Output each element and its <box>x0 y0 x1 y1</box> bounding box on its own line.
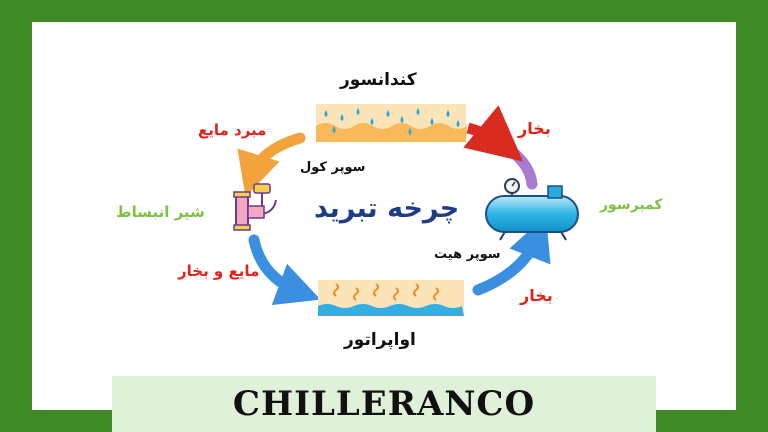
condenser-box <box>316 104 467 142</box>
diagram-card <box>32 22 736 410</box>
evaporator-label: اواپراتور <box>344 330 416 350</box>
arrow-evaporator-to-compressor <box>472 215 551 296</box>
arrow-condenser-to-expansion <box>237 132 306 198</box>
arrow-expansion-to-evaporator <box>248 234 321 306</box>
liquid-refrigerant-label: مبرد مایع <box>198 121 267 139</box>
liquid-and-vapor-label: مایع و بخار <box>178 262 260 280</box>
compressor-label: کمپرسور <box>600 197 663 213</box>
vapor-label-bottom: بخار <box>520 286 553 305</box>
cycle-title: چرخه تبرید <box>314 193 460 224</box>
condensation-drops <box>324 108 460 135</box>
superheat-label: سوپر هیت <box>434 247 501 262</box>
arrow-compressor-to-condenser-red <box>463 105 524 162</box>
expansion-valve-label: شیر انبساط <box>116 203 205 221</box>
cycle-arrows <box>237 105 551 306</box>
condenser-label: کندانسور <box>340 70 417 90</box>
evaporator-box <box>318 280 464 316</box>
brand-footer: CHILLERANCO <box>112 376 656 432</box>
evaporation-squiggles <box>333 283 439 301</box>
vapor-label-top: بخار <box>518 119 551 138</box>
supercool-label: سوپر کول <box>300 160 366 175</box>
compressor-icon <box>485 178 579 241</box>
brand-name: CHILLERANCO <box>232 384 536 424</box>
expansion-valve-icon <box>233 183 277 231</box>
